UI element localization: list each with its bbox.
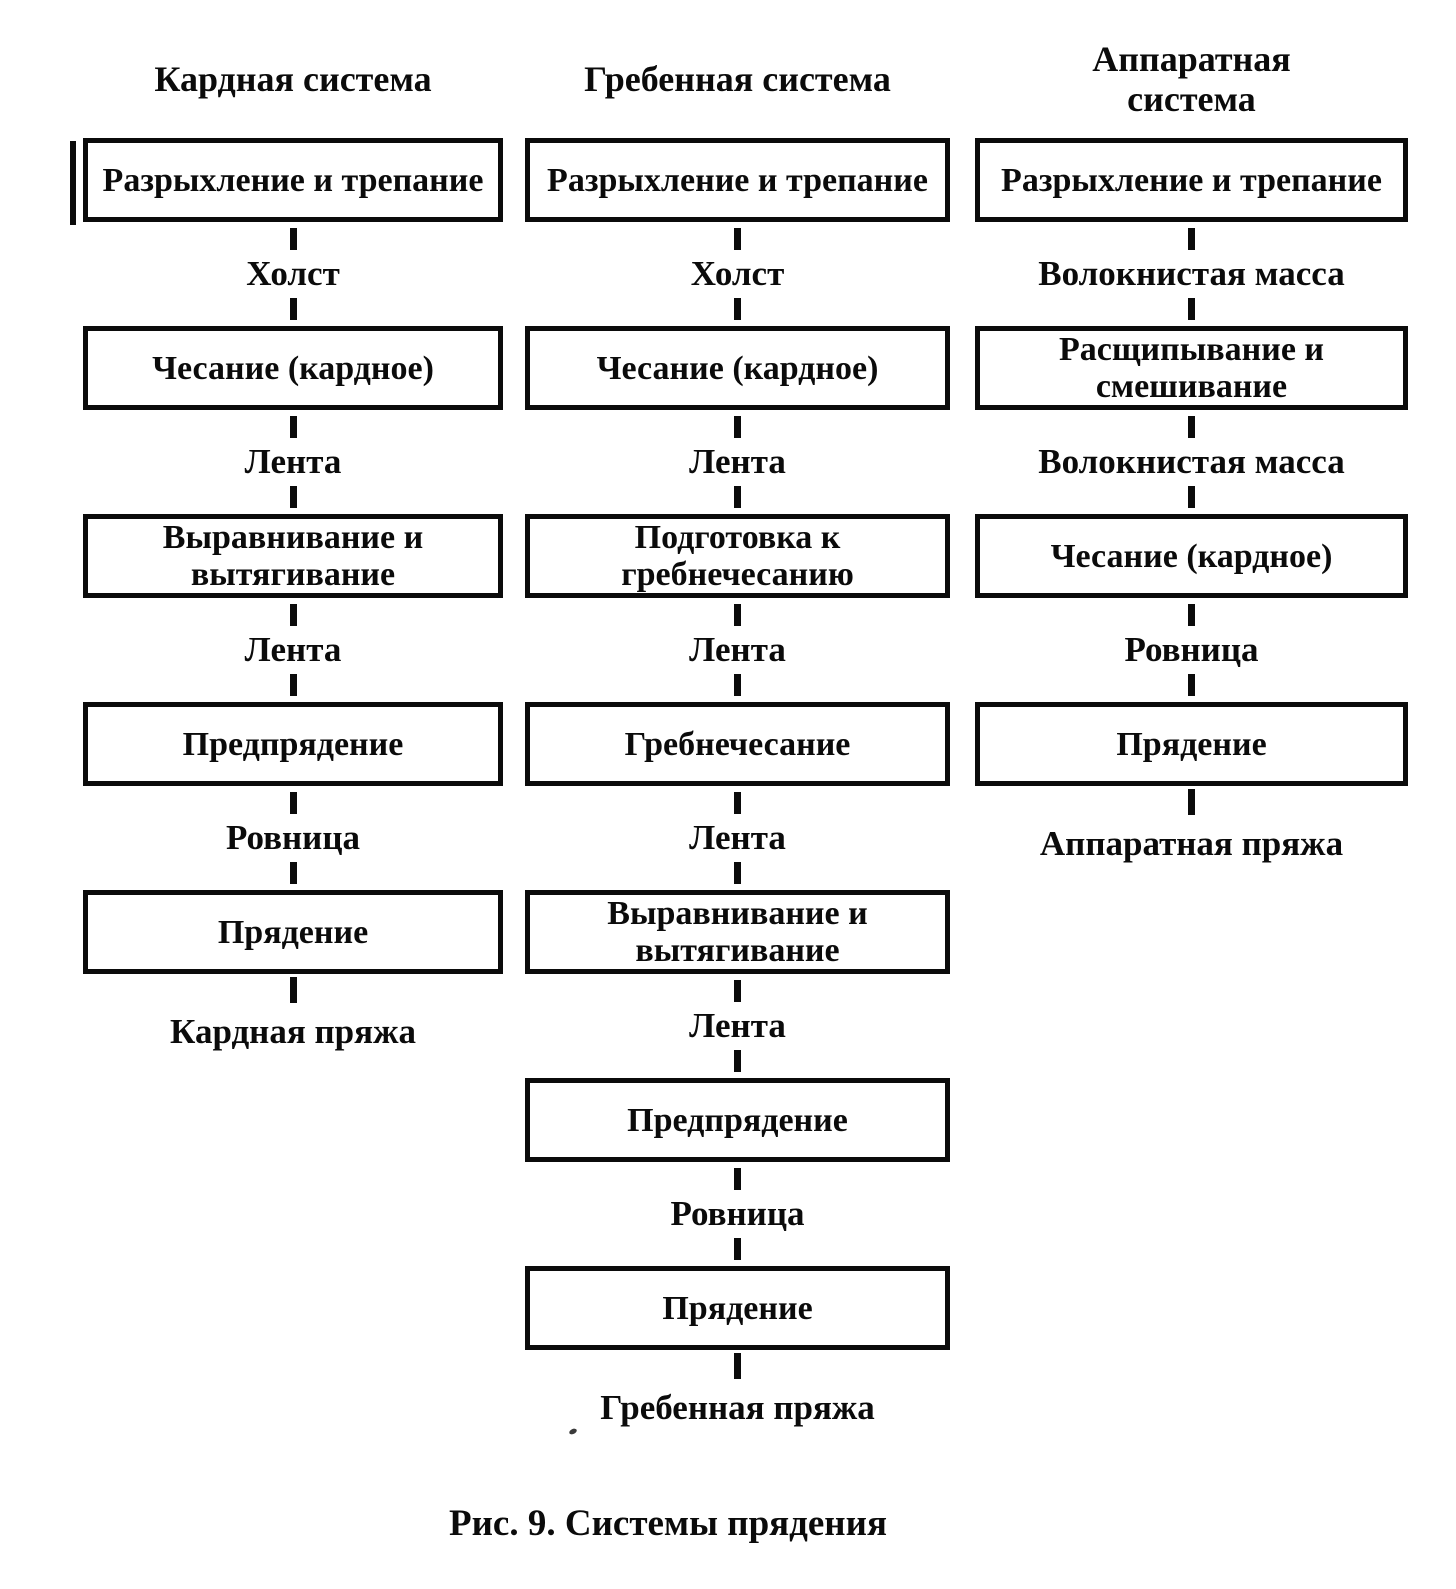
connector-segment xyxy=(289,298,297,320)
column-apparatus-system: Аппаратная система Разрыхление и трепани… xyxy=(975,0,1408,864)
connector-segment xyxy=(1188,416,1195,438)
material-label: Волокнистая масса xyxy=(1038,254,1345,293)
connector-segment xyxy=(734,1353,741,1379)
connector-segment xyxy=(289,486,297,508)
product-label: Кардная пряжа xyxy=(170,1012,416,1051)
connector-segment xyxy=(289,604,297,626)
connector-segment xyxy=(1188,604,1195,626)
flow-connector: Ровница xyxy=(975,598,1408,702)
process-box: Предпрядение xyxy=(525,1078,950,1162)
connector-segment xyxy=(289,977,297,1003)
column-card-system: Кардная система Разрыхление и трепание Х… xyxy=(83,0,503,1052)
connector-segment xyxy=(734,862,741,884)
connector-segment xyxy=(734,604,741,626)
connector-segment xyxy=(734,1238,741,1260)
process-box: Выравнивание и вытягивание xyxy=(525,890,950,974)
flow-connector: Лента xyxy=(525,598,950,702)
material-label: Ровница xyxy=(670,1194,805,1233)
flow-connector: Холст xyxy=(83,222,503,326)
column-title: Кардная система xyxy=(154,58,432,99)
flow-connector: Холст xyxy=(525,222,950,326)
flow-connector: Ровница xyxy=(525,1162,950,1266)
flow-connector: Лента xyxy=(525,974,950,1078)
material-label: Лента xyxy=(689,1006,786,1045)
flow-connector: Гребенная пряжа xyxy=(525,1350,950,1428)
connector-segment xyxy=(289,416,297,438)
flow-connector: Лента xyxy=(525,410,950,514)
material-label: Волокнистая масса xyxy=(1038,442,1345,481)
material-label: Лента xyxy=(689,442,786,481)
column-title: Аппаратная система xyxy=(1092,38,1291,119)
flow-connector: Кардная пряжа xyxy=(83,974,503,1052)
flow-connector: Лента xyxy=(83,598,503,702)
material-label: Ровница xyxy=(225,818,361,857)
process-box: Разрыхление и трепание xyxy=(975,138,1408,222)
connector-segment xyxy=(1188,486,1195,508)
process-box: Разрыхление и трепание xyxy=(525,138,950,222)
column-title: Гребенная система xyxy=(584,58,891,99)
column-combed-system: Гребенная система Разрыхление и трепание… xyxy=(525,0,950,1428)
connector-segment xyxy=(289,792,297,814)
process-box: Разрыхление и трепание xyxy=(83,138,503,222)
connector-segment xyxy=(734,416,741,438)
scan-artifact-line xyxy=(70,141,76,225)
process-box: Чесание (кардное) xyxy=(975,514,1408,598)
flow-connector: Лента xyxy=(83,410,503,514)
connector-segment xyxy=(1188,298,1195,320)
process-box: Гребнечесание xyxy=(525,702,950,786)
process-box: Прядение xyxy=(525,1266,950,1350)
material-label: Холст xyxy=(246,254,340,293)
product-label: Гребенная пряжа xyxy=(600,1388,875,1427)
connector-segment xyxy=(734,980,741,1002)
connector-segment xyxy=(734,486,741,508)
connector-segment xyxy=(289,674,297,696)
process-box: Прядение xyxy=(83,890,503,974)
connector-segment xyxy=(734,792,741,814)
process-box: Чесание (кардное) xyxy=(83,326,503,410)
process-box: Подготовка к гребнечесанию xyxy=(525,514,950,598)
flow-connector: Волокнистая масса xyxy=(975,222,1408,326)
connector-segment xyxy=(734,298,741,320)
connector-segment xyxy=(289,862,297,884)
material-label: Лента xyxy=(244,630,342,669)
connector-segment xyxy=(1188,789,1195,815)
connector-segment xyxy=(1188,674,1195,696)
flow-connector: Аппаратная пряжа xyxy=(975,786,1408,864)
process-box: Расщипывание и смешивание xyxy=(975,326,1408,410)
connector-segment xyxy=(734,674,741,696)
material-label: Лента xyxy=(244,442,342,481)
flow-connector: Ровница xyxy=(83,786,503,890)
product-label: Аппаратная пряжа xyxy=(1039,824,1344,863)
material-label: Лента xyxy=(689,818,786,857)
connector-segment xyxy=(734,1168,741,1190)
process-box: Выравнивание и вытягивание xyxy=(83,514,503,598)
figure-caption: Рис. 9. Системы прядения xyxy=(449,1503,887,1544)
process-box: Чесание (кардное) xyxy=(525,326,950,410)
process-box: Прядение xyxy=(975,702,1408,786)
process-box: Предпрядение xyxy=(83,702,503,786)
connector-segment xyxy=(289,228,297,250)
connector-segment xyxy=(734,228,741,250)
material-label: Ровница xyxy=(1124,630,1259,669)
flow-connector: Волокнистая масса xyxy=(975,410,1408,514)
material-label: Лента xyxy=(689,630,786,669)
scan-artifact-dot xyxy=(568,1427,578,1436)
connector-segment xyxy=(734,1050,741,1072)
material-label: Холст xyxy=(690,254,785,293)
flow-connector: Лента xyxy=(525,786,950,890)
connector-segment xyxy=(1188,228,1195,250)
